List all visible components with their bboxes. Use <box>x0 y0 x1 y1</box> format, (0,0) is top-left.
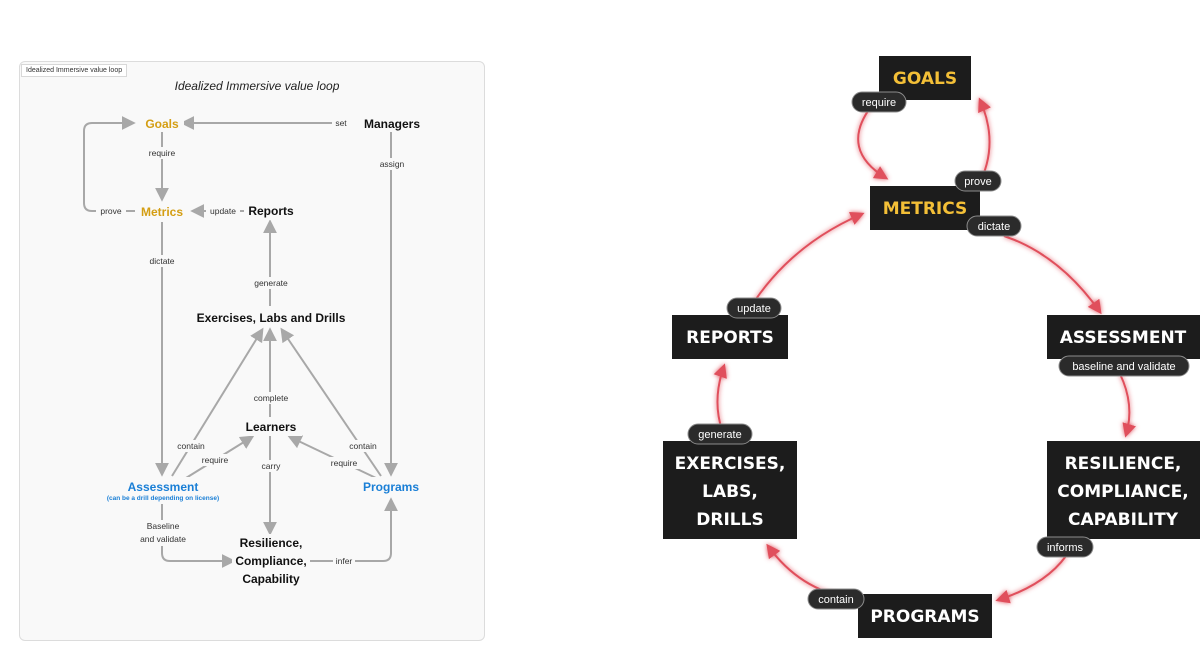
left-nodes: Goals Managers Metrics Reports Exercises… <box>104 114 426 586</box>
label-generate: generate <box>254 278 288 288</box>
label-complete: complete <box>254 393 289 403</box>
pill-informs: informs <box>1047 542 1084 554</box>
box-resilience-line2: COMPLIANCE, <box>1057 482 1188 502</box>
node-resilience-line2[interactable]: Compliance, <box>235 554 306 568</box>
box-goals-label: GOALS <box>893 69 957 89</box>
edge-prove <box>83 116 136 212</box>
edge-r-update <box>749 212 865 309</box>
box-reports-label: REPORTS <box>686 328 774 348</box>
pill-generate: generate <box>698 429 741 441</box>
label-require-left: require <box>202 455 229 465</box>
edge-infer <box>307 497 398 562</box>
node-resilience-line1[interactable]: Resilience, <box>240 536 303 550</box>
node-assessment[interactable]: Assessment <box>128 480 199 494</box>
box-resilience[interactable] <box>1047 441 1200 539</box>
box-programs[interactable] <box>858 594 992 638</box>
label-baseline-line2: and validate <box>140 534 186 544</box>
box-exercises-line3: DRILLS <box>696 510 763 530</box>
label-set: set <box>335 118 347 128</box>
label-carry: carry <box>262 461 282 471</box>
pill-dictate: dictate <box>978 221 1010 233</box>
node-resilience-line3[interactable]: Capability <box>242 572 300 586</box>
node-programs[interactable]: Programs <box>363 480 419 494</box>
node-assessment-note: (can be a drill depending on license) <box>107 495 219 502</box>
node-metrics[interactable]: Metrics <box>141 205 183 219</box>
label-baseline-line1: Baseline <box>147 521 180 531</box>
left-edge-labels: set require assign prove update dictate … <box>96 117 406 567</box>
node-managers[interactable]: Managers <box>364 117 420 131</box>
box-reports[interactable] <box>672 315 788 359</box>
label-assign: assign <box>380 159 405 169</box>
label-contain-right: contain <box>349 441 377 451</box>
frame-label: Idealized Immersive value loop <box>21 64 128 77</box>
pill-prove: prove <box>964 176 992 188</box>
label-dictate: dictate <box>149 256 174 266</box>
label-require: require <box>149 148 176 158</box>
right-edge-pills: require prove dictate baseline and valid… <box>687 91 1190 610</box>
node-goals[interactable]: Goals <box>145 117 179 131</box>
box-assessment-label: ASSESSMENT <box>1060 328 1187 348</box>
edge-r-generate <box>713 363 727 431</box>
box-resilience-line1: RESILIENCE, <box>1065 454 1182 474</box>
box-metrics[interactable] <box>870 186 980 230</box>
edge-r-baseline <box>1119 373 1136 438</box>
right-nodes: GOALS METRICS ASSESSMENT RESILIENCE, COM… <box>663 56 1200 638</box>
node-learners[interactable]: Learners <box>246 420 297 434</box>
pill-update: update <box>737 303 771 315</box>
edge-r-require <box>857 107 889 180</box>
label-infer: infer <box>336 556 353 566</box>
edge-contain-right <box>280 327 382 477</box>
node-exercises[interactable]: Exercises, Labs and Drills <box>197 311 346 325</box>
box-metrics-label: METRICS <box>883 199 968 219</box>
box-exercises-line2: LABS, <box>702 482 758 502</box>
left-diagram-title: Idealized Immersive value loop <box>175 79 340 93</box>
box-exercises-line1: EXERCISES, <box>675 454 786 474</box>
box-programs-label: PROGRAMS <box>870 607 979 627</box>
box-assessment[interactable] <box>1047 315 1200 359</box>
box-exercises[interactable] <box>663 441 797 539</box>
edge-baseline <box>161 504 236 568</box>
label-contain-left: contain <box>177 441 205 451</box>
label-update: update <box>210 206 236 216</box>
edge-r-dictate <box>1003 235 1102 315</box>
node-reports[interactable]: Reports <box>248 204 294 218</box>
label-require-right: require <box>331 458 358 468</box>
box-resilience-line3: CAPABILITY <box>1068 510 1179 530</box>
label-prove: prove <box>100 206 122 216</box>
pill-require: require <box>862 97 896 109</box>
pill-baseline: baseline and validate <box>1072 361 1175 373</box>
pill-contain: contain <box>818 594 853 606</box>
edge-r-informs <box>995 555 1067 604</box>
